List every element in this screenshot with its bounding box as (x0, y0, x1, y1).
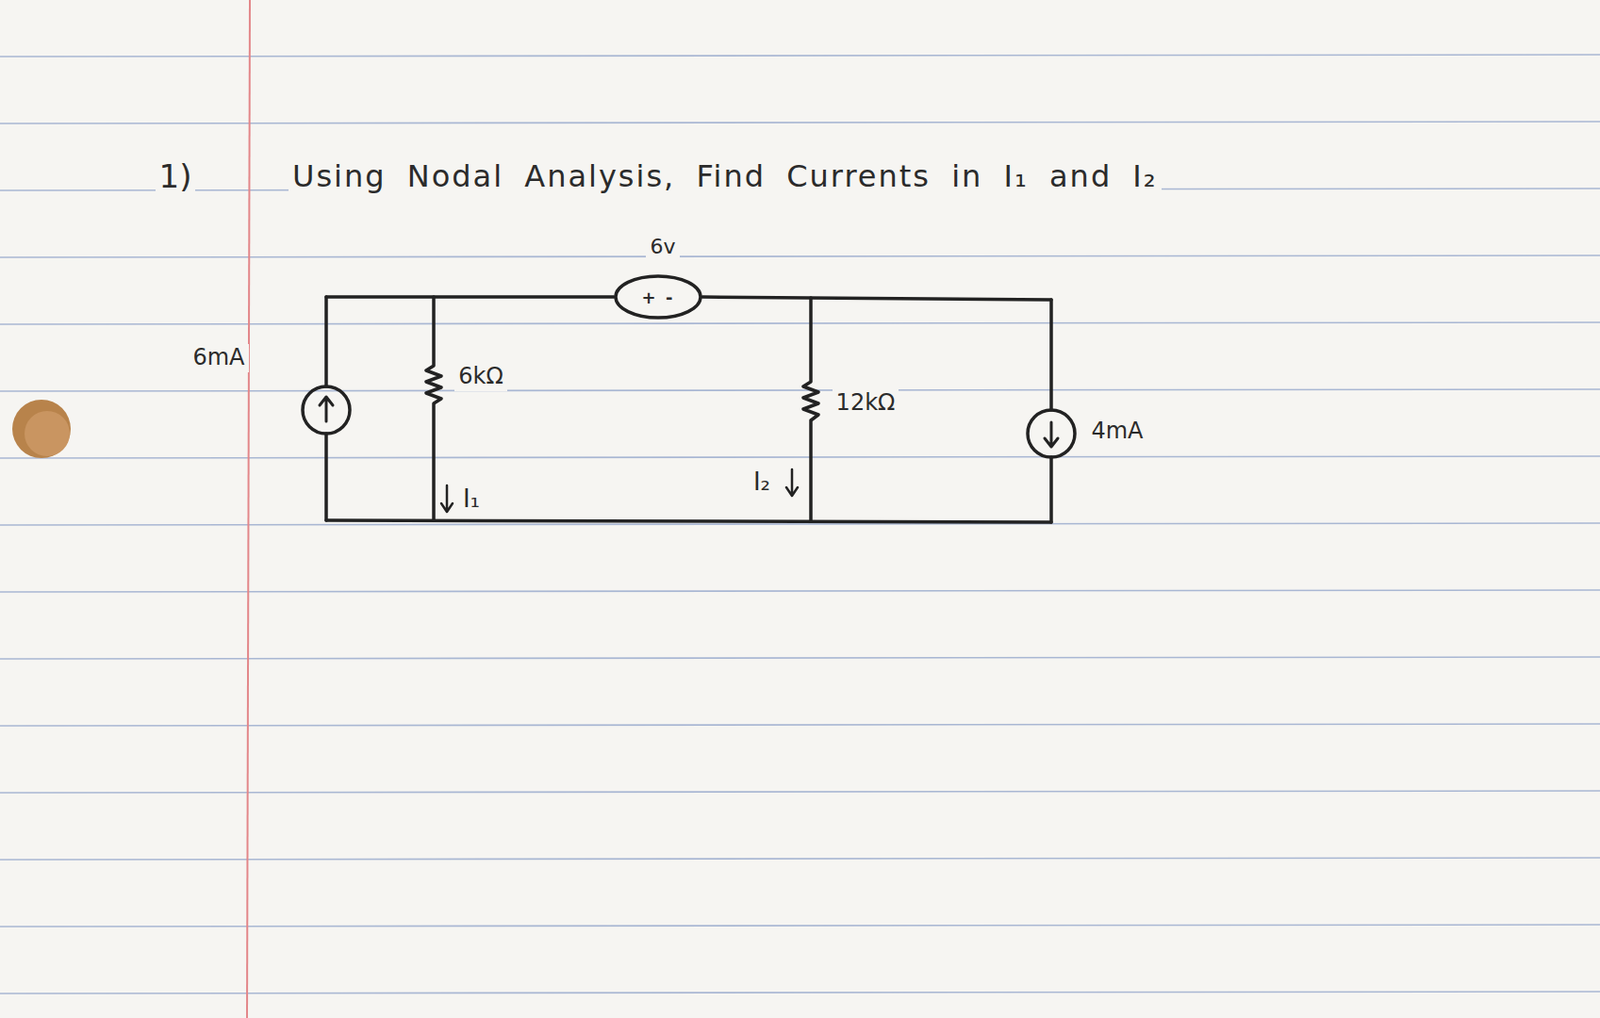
voltage-source: + - (613, 274, 703, 320)
source-value: 4mA (1087, 417, 1147, 446)
current-source-symbol (302, 386, 350, 434)
source-value: 6mA (188, 344, 248, 373)
problem-title: Using Nodal Analysis, Find Currents in I… (288, 158, 1162, 196)
source-arrow (1044, 422, 1058, 447)
resistor-value: 6kΩ (454, 362, 508, 392)
problem-number: 1) (155, 157, 197, 197)
punch-hole (12, 399, 71, 459)
ruled-lines (0, 54, 1600, 994)
polarity-mark: + - (642, 287, 676, 308)
resistor-value: 12kΩ (832, 389, 900, 418)
current-arrow (786, 469, 798, 496)
source-value: 6v (645, 233, 679, 260)
resistor-symbol (803, 297, 819, 522)
margin-line (247, 0, 250, 1018)
current-source-symbol (1027, 410, 1075, 458)
resistor-symbol (426, 296, 442, 521)
top-wire-left (326, 295, 614, 299)
punch-hole-inner (24, 411, 70, 457)
current-label: I₂ (749, 467, 775, 498)
top-wire-right (702, 296, 1052, 300)
source-arrow (319, 396, 333, 422)
current-label: I₁ (459, 484, 484, 515)
source-ellipse (615, 276, 701, 318)
current-arrow (441, 485, 453, 512)
